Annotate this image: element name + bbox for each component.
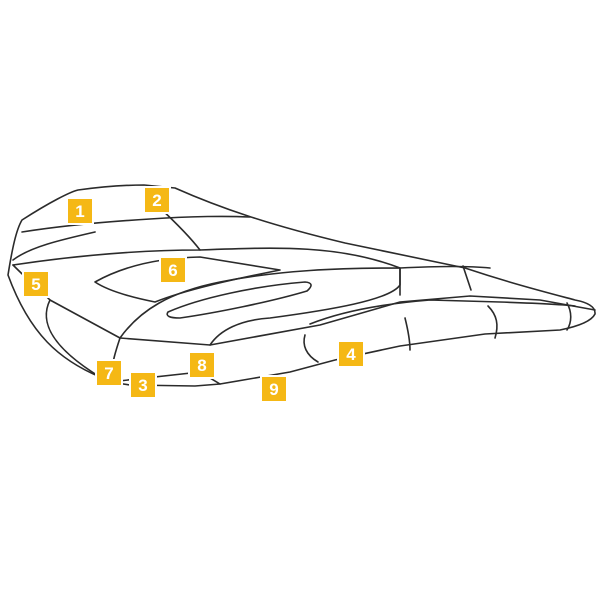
seat-outline: [7, 184, 596, 387]
rear-side-line: [12, 231, 96, 261]
recessed-slot: [166, 281, 312, 319]
bolster-lower: [303, 334, 319, 363]
bolster-divider-3: [566, 302, 572, 331]
bolster-outline: [309, 299, 576, 325]
callout-2[interactable]: 2: [143, 186, 171, 214]
callout-1[interactable]: 1: [66, 197, 94, 225]
top-seam: [12, 247, 491, 269]
bolster-divider-2: [487, 305, 498, 339]
callout-6[interactable]: 6: [159, 256, 187, 284]
callout-9[interactable]: 9: [260, 375, 288, 403]
callout-8[interactable]: 8: [188, 351, 216, 379]
recessed-panel: [94, 256, 281, 303]
tail-seam-2: [462, 265, 472, 291]
bolster-divider-1: [404, 317, 411, 351]
rear-panel-divider: [159, 207, 201, 251]
side-skirt-line: [45, 299, 101, 378]
callout-5[interactable]: 5: [22, 270, 50, 298]
callout-4[interactable]: 4: [337, 340, 365, 368]
callout-7[interactable]: 7: [95, 359, 123, 387]
callout-3[interactable]: 3: [129, 371, 157, 399]
rear-band-line: [21, 215, 251, 233]
